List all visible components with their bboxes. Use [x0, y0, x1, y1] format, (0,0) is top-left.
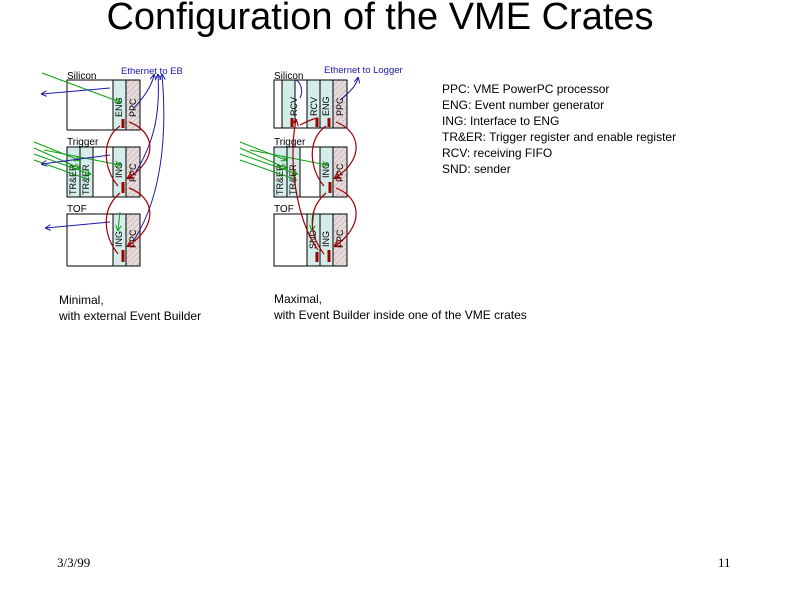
module-slot-ppc [125, 79, 141, 131]
left-crate-label-silicon: Silicon [67, 71, 96, 82]
module-label: SND [308, 229, 318, 249]
right-caption-line2: with Event Builder inside one of the VME… [274, 308, 527, 322]
legend-item-rcv: RCV: receiving FIFO [442, 146, 553, 160]
module-label: ING [114, 231, 124, 247]
module-label: ENG [321, 96, 331, 116]
page-title: Configuration of the VME Crates [106, 0, 654, 38]
module-label: TR&ER [275, 164, 285, 195]
right-crate-label-trigger: Trigger [274, 137, 306, 148]
right-configuration: Silicon Trigger TOF Ethernet to Logger R… [239, 65, 403, 267]
left-crate-tof: ING PPC [66, 213, 141, 267]
legend-item-snd: SND: sender [442, 162, 511, 176]
module-label: TR&ER [288, 164, 298, 195]
footer-date: 3/3/99 [57, 555, 91, 570]
module-slot-ppc [332, 79, 348, 129]
module-label: TR&ER [68, 164, 78, 195]
left-ethernet-lines [42, 75, 164, 241]
right-crate-label-silicon: Silicon [274, 71, 303, 82]
module-label: RCV [289, 97, 299, 116]
legend-item-trer: TR&ER: Trigger register and enable regis… [442, 130, 677, 144]
right-ethernet-label: Ethernet to Logger [324, 65, 403, 76]
module-label: ING [321, 162, 331, 178]
left-configuration: Silicon Trigger TOF Ethernet to EB ENG P… [33, 66, 183, 267]
left-crate-label-tof: TOF [67, 204, 87, 215]
module-label: ING [321, 231, 331, 247]
left-ethernet-label: Ethernet to EB [121, 66, 183, 77]
left-caption-line1: Minimal, [59, 293, 104, 307]
legend-item-ppc: PPC: VME PowerPC processor [442, 82, 610, 96]
left-crate-trigger: TR&ER TR&ER ING PPC [66, 146, 141, 198]
footer-page-number: 11 [718, 555, 731, 570]
right-crate-trigger: TR&ER TR&ER ING PPC [273, 146, 348, 198]
left-caption: Minimal, with external Event Builder [59, 292, 201, 324]
left-caption-line2: with external Event Builder [59, 309, 202, 323]
module-label: ENG [114, 97, 124, 117]
right-crate-silicon: RCV RCV ENG PPC [273, 79, 348, 129]
module-label: ING [114, 162, 124, 178]
legend-item-ing: ING: Interface to ENG [442, 114, 560, 128]
right-red-links [293, 117, 357, 255]
right-caption: Maximal, with Event Builder inside one o… [274, 291, 527, 323]
module-label: PPC [128, 229, 138, 248]
right-crate-label-tof: TOF [274, 204, 294, 215]
right-ethernet-lines [295, 78, 358, 101]
left-crate-label-trigger: Trigger [67, 137, 99, 148]
module-label: PPC [128, 98, 138, 117]
right-caption-line1: Maximal, [274, 292, 323, 306]
left-signal-lines [33, 72, 120, 230]
module-label: PPC [335, 229, 345, 248]
module-label: RCV [309, 97, 319, 116]
abbreviation-legend: PPC: VME PowerPC processor ENG: Event nu… [442, 81, 676, 177]
module-label: PPC [335, 97, 345, 116]
left-red-links [105, 121, 151, 255]
legend-item-eng: ENG: Event number generator [442, 98, 605, 112]
module-label: TR&ER [81, 164, 91, 195]
right-crate-tof: SND ING PPC [273, 213, 348, 267]
module-slot [281, 79, 296, 129]
